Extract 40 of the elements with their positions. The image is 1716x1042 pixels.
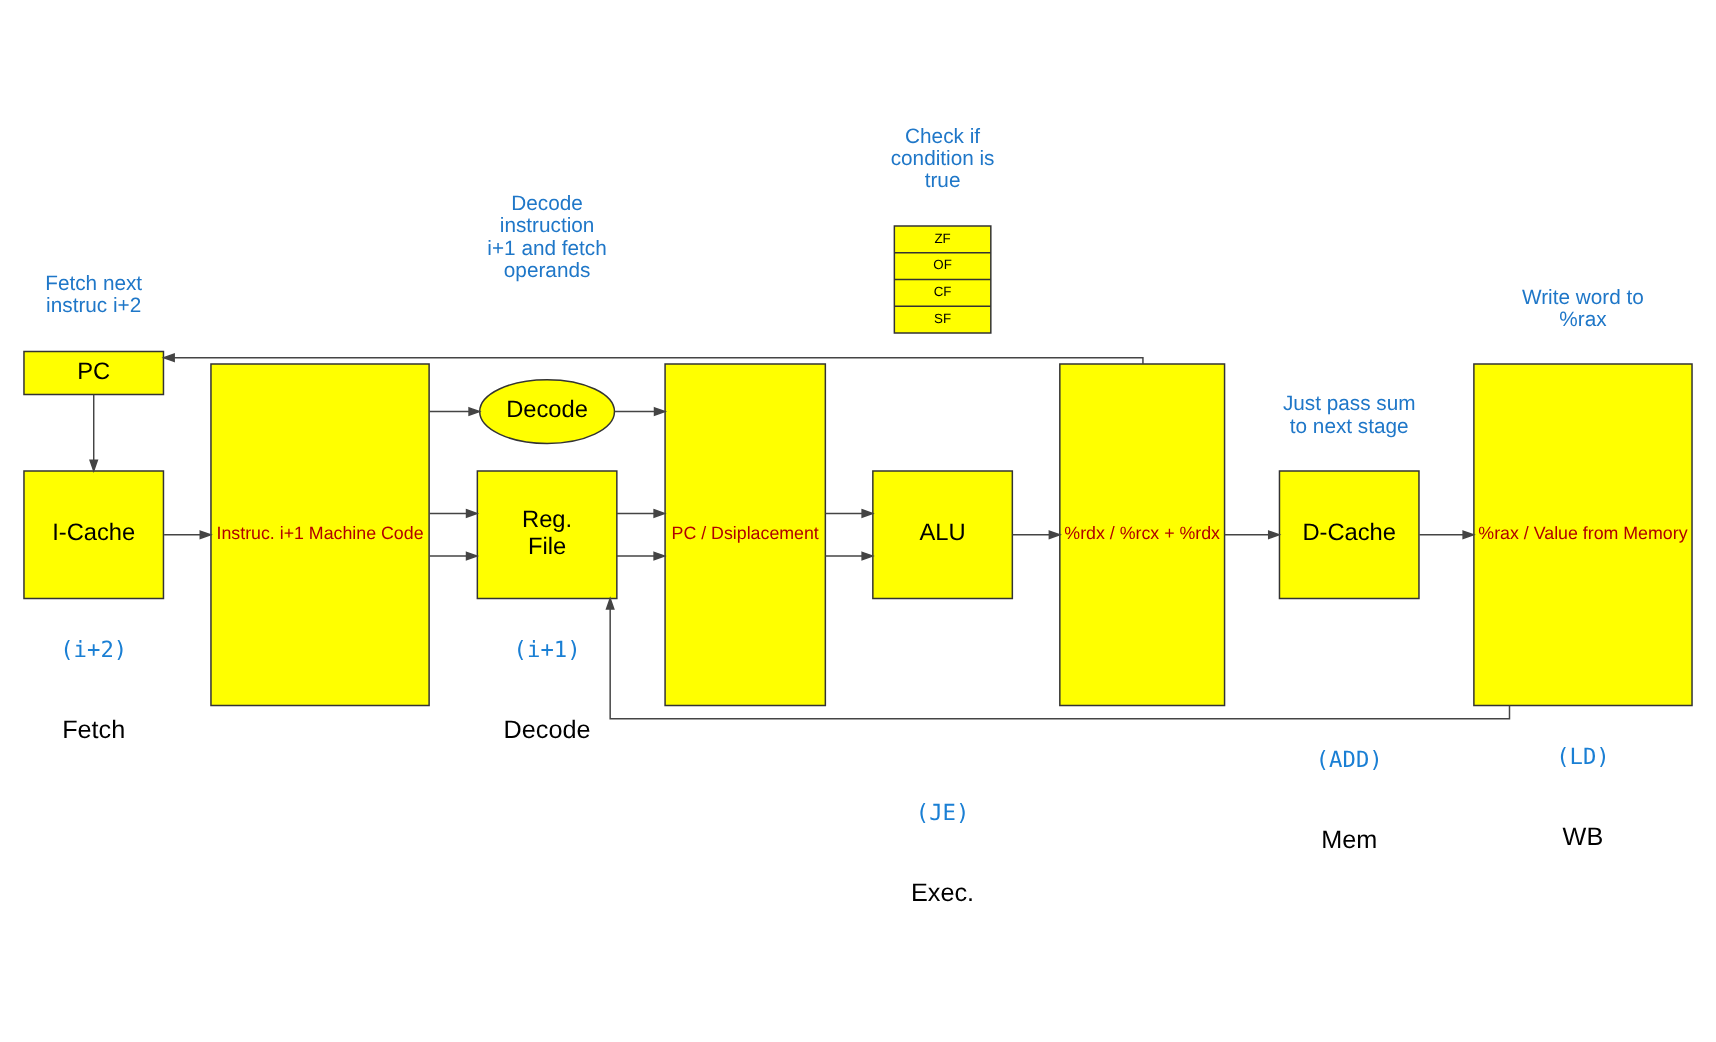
arrow	[616, 508, 667, 519]
label: Write word to %rax	[1522, 287, 1644, 332]
arrow	[824, 508, 875, 519]
arrow	[428, 406, 482, 417]
arrow	[605, 596, 1511, 720]
label: (i+1)	[513, 637, 581, 664]
arrow	[428, 551, 480, 561]
node-ellipse: Decode	[479, 378, 616, 445]
node-box: PC	[23, 350, 165, 396]
label: Just pass sum to next stage	[1282, 394, 1416, 439]
label: (i+2)	[60, 637, 128, 664]
arrow	[1011, 530, 1062, 540]
node-box: %rdx / %rcx + %rdx	[1059, 363, 1226, 707]
node-box: ALU	[872, 470, 1014, 600]
arrow	[614, 406, 668, 417]
label: Fetch next instruc i+2	[45, 274, 143, 319]
label: Check if condition is true	[890, 126, 995, 194]
arrow	[1418, 530, 1476, 540]
label: Mem	[1321, 826, 1378, 855]
node-box: Instruc. i+1 Machine Code	[210, 363, 430, 707]
arrow	[161, 353, 1144, 365]
label: Fetch	[62, 716, 126, 745]
node-box: D-Cache	[1278, 470, 1420, 600]
label: Decode instruction i+1 and fetch operands	[487, 194, 607, 283]
label: (JE)	[915, 800, 970, 827]
label: Decode	[503, 716, 591, 745]
node-box: %rax / Value from Memory	[1473, 363, 1693, 707]
node-box: I-Cache	[23, 470, 165, 600]
arrow	[1223, 530, 1282, 540]
label: (LD)	[1556, 744, 1610, 771]
label: WB	[1562, 823, 1604, 852]
node-box: PC / Dsiplacement	[664, 363, 827, 707]
label: Exec.	[911, 879, 975, 908]
label: (ADD)	[1315, 746, 1383, 773]
arrow	[163, 530, 213, 540]
arrow	[616, 551, 667, 561]
node-box: Reg. File	[476, 470, 618, 600]
arrow	[89, 394, 99, 473]
arrow	[428, 508, 480, 519]
arrow	[824, 551, 875, 561]
